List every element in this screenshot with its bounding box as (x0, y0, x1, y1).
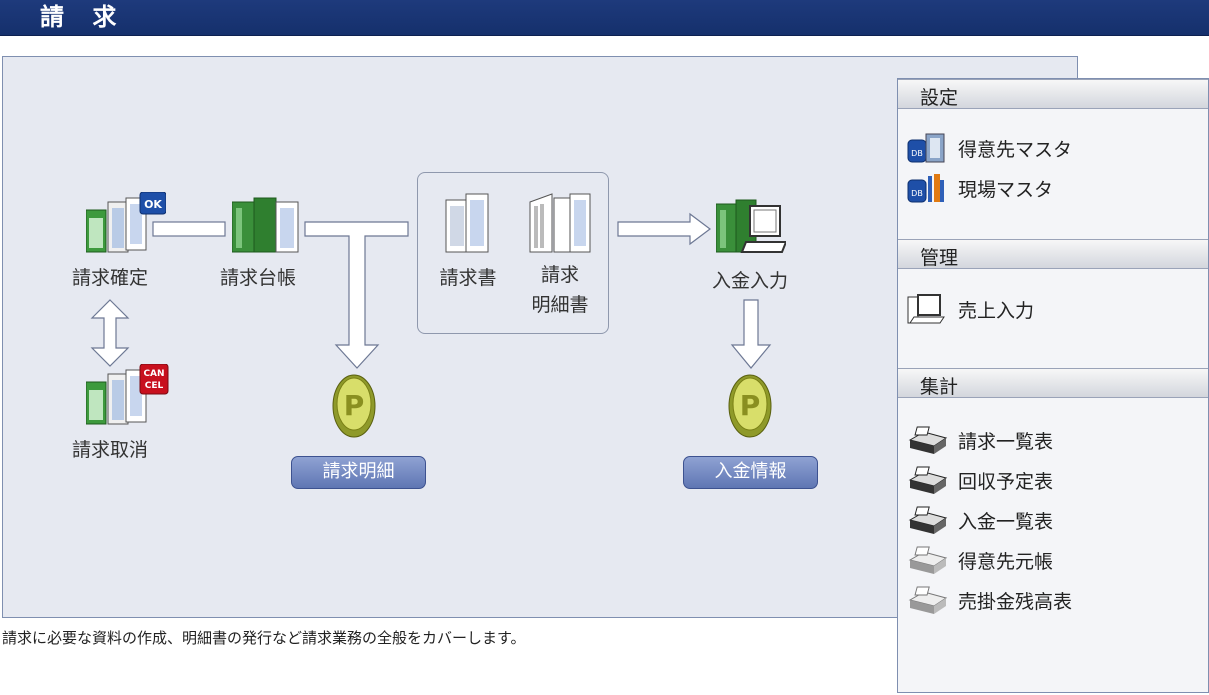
svg-text:P: P (344, 389, 365, 422)
cancel-badge-2: CEL (145, 381, 164, 391)
billing-confirm-icon[interactable]: OK (86, 192, 166, 258)
sidebar-item-label: 得意先マスタ (958, 138, 1073, 161)
svg-text:DB: DB (911, 149, 923, 158)
payment-entry-icon[interactable] (716, 192, 786, 258)
sidebar-item-label: 回収予定表 (958, 470, 1054, 493)
sidebar-item-label: 現場マスタ (958, 178, 1054, 201)
sidebar-item-label: 入金一覧表 (958, 510, 1054, 533)
ok-badge: OK (144, 198, 162, 211)
billing-ledger-icon[interactable] (232, 192, 302, 258)
billing-detail-button[interactable]: 請求明細 (291, 456, 426, 489)
statement-label-2[interactable]: 明細書 (531, 294, 589, 316)
sidebar-item-customer-master[interactable]: DB 得意先マスタ (906, 132, 1072, 164)
section-header-management: 管理 (898, 239, 1208, 269)
statement-icon[interactable] (528, 190, 594, 256)
printer-icon (906, 424, 952, 456)
document-group (417, 172, 609, 334)
sidebar-menu: 設定 DB 得意先マスタ DB 現場マスタ 管理 (897, 78, 1209, 693)
arrow-to-payment (617, 212, 711, 246)
customer-db-icon: DB (906, 132, 952, 164)
page-title: 請 求 (40, 3, 127, 31)
printer-icon (906, 504, 952, 536)
printer-icon (906, 464, 952, 496)
payment-entry-label[interactable]: 入金入力 (711, 270, 788, 292)
arrow-payment-down (730, 299, 772, 369)
printer-gray-icon (906, 544, 952, 576)
billing-ledger-label[interactable]: 請求台帳 (219, 267, 296, 289)
billing-confirm-label[interactable]: 請求確定 (71, 267, 148, 289)
site-db-icon: DB (906, 172, 952, 204)
svg-text:DB: DB (911, 189, 923, 198)
section-title-summary: 集計 (920, 376, 959, 398)
billing-cancel-label[interactable]: 請求取消 (71, 439, 148, 461)
svg-text:P: P (740, 389, 761, 422)
section-header-summary: 集計 (898, 368, 1208, 398)
page-header: 請 求 (0, 0, 1209, 36)
computer-icon (906, 293, 952, 325)
billing-cancel-icon[interactable]: CAN CEL (86, 364, 170, 430)
invoice-icon[interactable] (444, 190, 494, 256)
statement-label-1[interactable]: 請求 (540, 264, 579, 286)
double-arrow-confirm-cancel (90, 299, 130, 367)
sidebar-item-sales-entry[interactable]: 売上入力 (906, 293, 1034, 325)
printer-gray-icon (906, 584, 952, 616)
connector-confirm-ledger (152, 221, 226, 237)
coin-p-icon-2: P (728, 374, 772, 438)
sidebar-item-payment-list[interactable]: 入金一覧表 (906, 504, 1053, 536)
invoice-label[interactable]: 請求書 (439, 267, 497, 289)
section-header-settings: 設定 (898, 79, 1208, 109)
description-text: 請求に必要な資料の作成、明細書の発行など請求業務の全般をカバーします。 (2, 629, 526, 647)
payment-info-button[interactable]: 入金情報 (683, 456, 818, 489)
sidebar-item-label: 得意先元帳 (958, 550, 1054, 573)
sidebar-item-label: 売掛金残高表 (958, 590, 1073, 613)
section-title-settings: 設定 (920, 87, 959, 109)
sidebar-item-label: 請求一覧表 (958, 430, 1054, 453)
sidebar-item-label: 売上入力 (958, 299, 1035, 322)
sidebar-item-billing-list[interactable]: 請求一覧表 (906, 424, 1053, 456)
sidebar-item-site-master[interactable]: DB 現場マスタ (906, 172, 1053, 204)
sidebar-item-collection-schedule[interactable]: 回収予定表 (906, 464, 1053, 496)
sidebar-item-customer-ledger[interactable]: 得意先元帳 (906, 544, 1053, 576)
sidebar-item-receivable-balance[interactable]: 売掛金残高表 (906, 584, 1072, 616)
cancel-badge-1: CAN (143, 369, 164, 379)
coin-p-icon: P (332, 374, 376, 438)
connector-ledger-t-arrow (304, 221, 409, 369)
section-title-management: 管理 (920, 247, 959, 269)
